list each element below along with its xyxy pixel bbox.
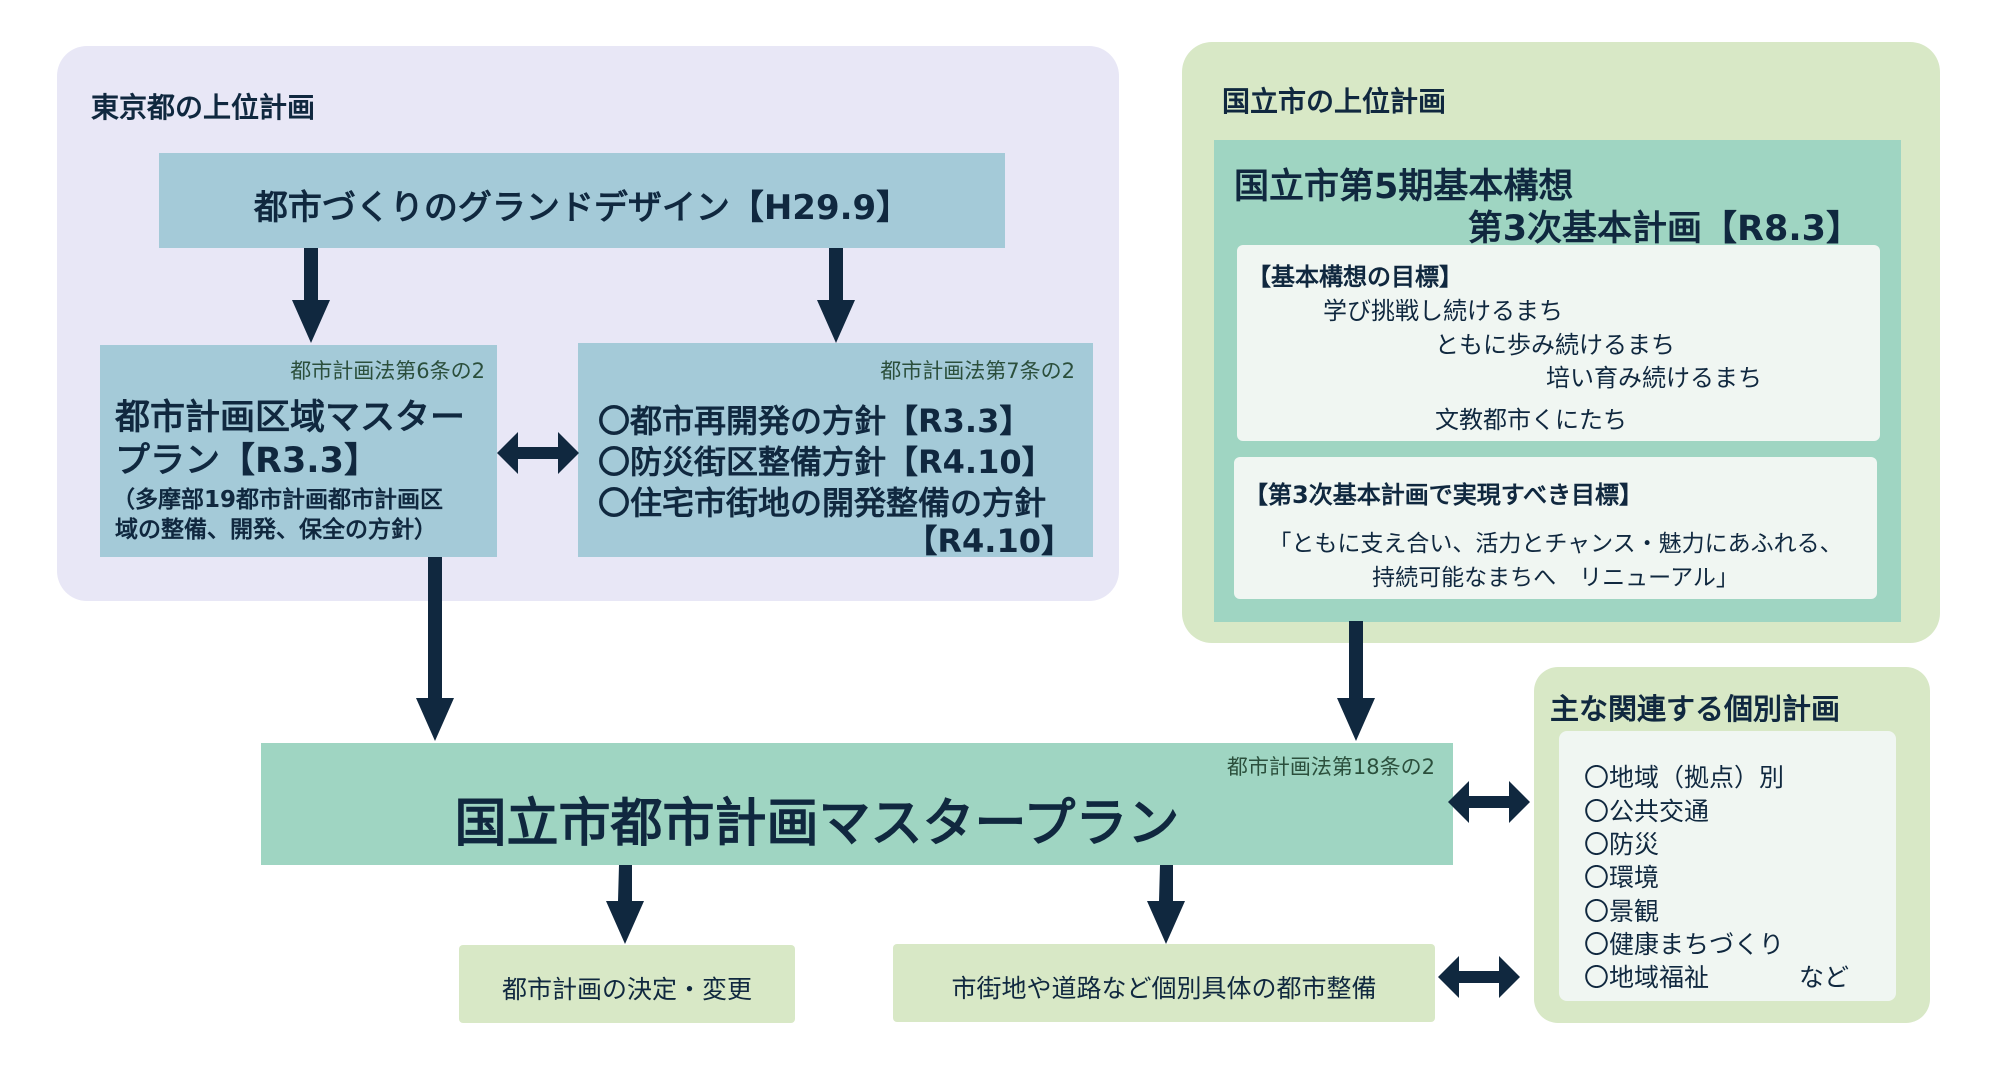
master-plan-box: 都市計画法第18条の2 国立市都市計画マスタープラン (261, 743, 1453, 865)
grand-design-box: 都市づくりのグランドデザイン【H29.9】 (159, 153, 1005, 248)
double-arrow-icon (1438, 956, 1520, 998)
double-arrow-icon (497, 432, 579, 474)
related-plan-item: 〇健康まちづくり (1584, 930, 1785, 959)
goal-box: 【第3次基本計画で実現すべき目標】 「ともに支え合い、活力とチャンス・魅力にあふ… (1234, 457, 1877, 599)
goal-line-2: 持続可能なまちへ リニューアル」 (1372, 565, 1739, 591)
vision-line: 文教都市くにたち (1435, 406, 1627, 434)
vision-line: 培い育み続けるまち (1546, 364, 1762, 392)
policy-item: 〇都市再開発の方針【R3.3】 (598, 402, 1032, 440)
decision-label: 都市計画の決定・変更 (501, 975, 752, 1004)
vision-line: ともに歩み続けるまち (1435, 331, 1675, 359)
decision-box: 都市計画の決定・変更 (459, 945, 795, 1023)
development-box: 市街地や道路など個別具体の都市整備 (893, 944, 1435, 1022)
related-plan-item: 〇環境 (1584, 863, 1660, 892)
vision-header: 【基本構想の目標】 (1247, 263, 1463, 291)
law-article-6: 都市計画法第6条の2 (290, 359, 485, 383)
related-plans-list: 〇地域（拠点）別 〇公共交通 〇防災 〇環境 〇景観 〇健康まちづくり 〇地域福… (1559, 731, 1896, 1001)
arrow-down-icon (606, 865, 644, 944)
vision-line: 学び挑戦し続けるまち (1323, 297, 1563, 325)
related-plan-item: 〇防災 (1584, 830, 1660, 859)
policy-item: 〇住宅市街地の開発整備の方針 (598, 484, 1047, 522)
area-masterplan-note-1: （多摩部19都市計画都市計画区 (112, 487, 444, 513)
related-plan-item: 〇地域福祉 (1584, 963, 1710, 992)
goal-header: 【第3次基本計画で実現すべき目標】 (1244, 481, 1644, 509)
goal-line-1: 「ともに支え合い、活力とチャンス・魅力にあふれる、 (1268, 531, 1843, 557)
related-plan-item: 〇公共交通 (1584, 797, 1710, 826)
law-article-18: 都市計画法第18条の2 (1226, 755, 1435, 779)
area-masterplan-title-1: 都市計画区域マスター (115, 398, 466, 438)
area-masterplan-box: 都市計画法第6条の2 都市計画区域マスター プラン【R3.3】 （多摩部19都市… (100, 345, 497, 557)
vision-box: 【基本構想の目標】 学び挑戦し続けるまち ともに歩み続けるまち 培い育み続けるま… (1237, 245, 1880, 441)
arrow-down-icon (292, 248, 330, 343)
related-plan-item: 〇地域（拠点）別 (1584, 763, 1785, 792)
basic-plan-title-2: 第3次基本計画【R8.3】 (1467, 209, 1861, 249)
arrow-down-icon (1147, 865, 1185, 944)
basic-plan-title-1: 国立市第5期基本構想 (1234, 167, 1574, 207)
double-arrow-icon (1448, 781, 1530, 823)
area-masterplan-title-2: プラン【R3.3】 (115, 441, 379, 481)
related-plan-item: 〇景観 (1584, 897, 1660, 926)
grand-design-label: 都市づくりのグランドデザイン【H29.9】 (253, 188, 911, 228)
arrow-down-icon (416, 557, 454, 741)
arrow-down-icon (1337, 621, 1375, 741)
development-label: 市街地や道路など個別具体の都市整備 (951, 974, 1377, 1003)
law-article-7: 都市計画法第7条の2 (880, 359, 1075, 383)
arrow-down-icon (817, 248, 855, 343)
related-panel-title: 主な関連する個別計画 (1550, 692, 1841, 726)
policy-item: 〇防災街区整備方針【R4.10】 (598, 443, 1054, 481)
tokyo-panel-title: 東京都の上位計画 (91, 91, 316, 124)
kunitachi-panel-title: 国立市の上位計画 (1222, 85, 1447, 118)
area-masterplan-note-2: 域の整備、開発、保全の方針） (115, 517, 437, 543)
master-plan-title: 国立市都市計画マスタープラン (454, 794, 1180, 854)
policy-item-date: 【R4.10】 (905, 522, 1073, 560)
related-plan-etc: など (1799, 963, 1850, 992)
policies-box: 都市計画法第7条の2 〇都市再開発の方針【R3.3】 〇防災街区整備方針【R4.… (578, 343, 1093, 560)
